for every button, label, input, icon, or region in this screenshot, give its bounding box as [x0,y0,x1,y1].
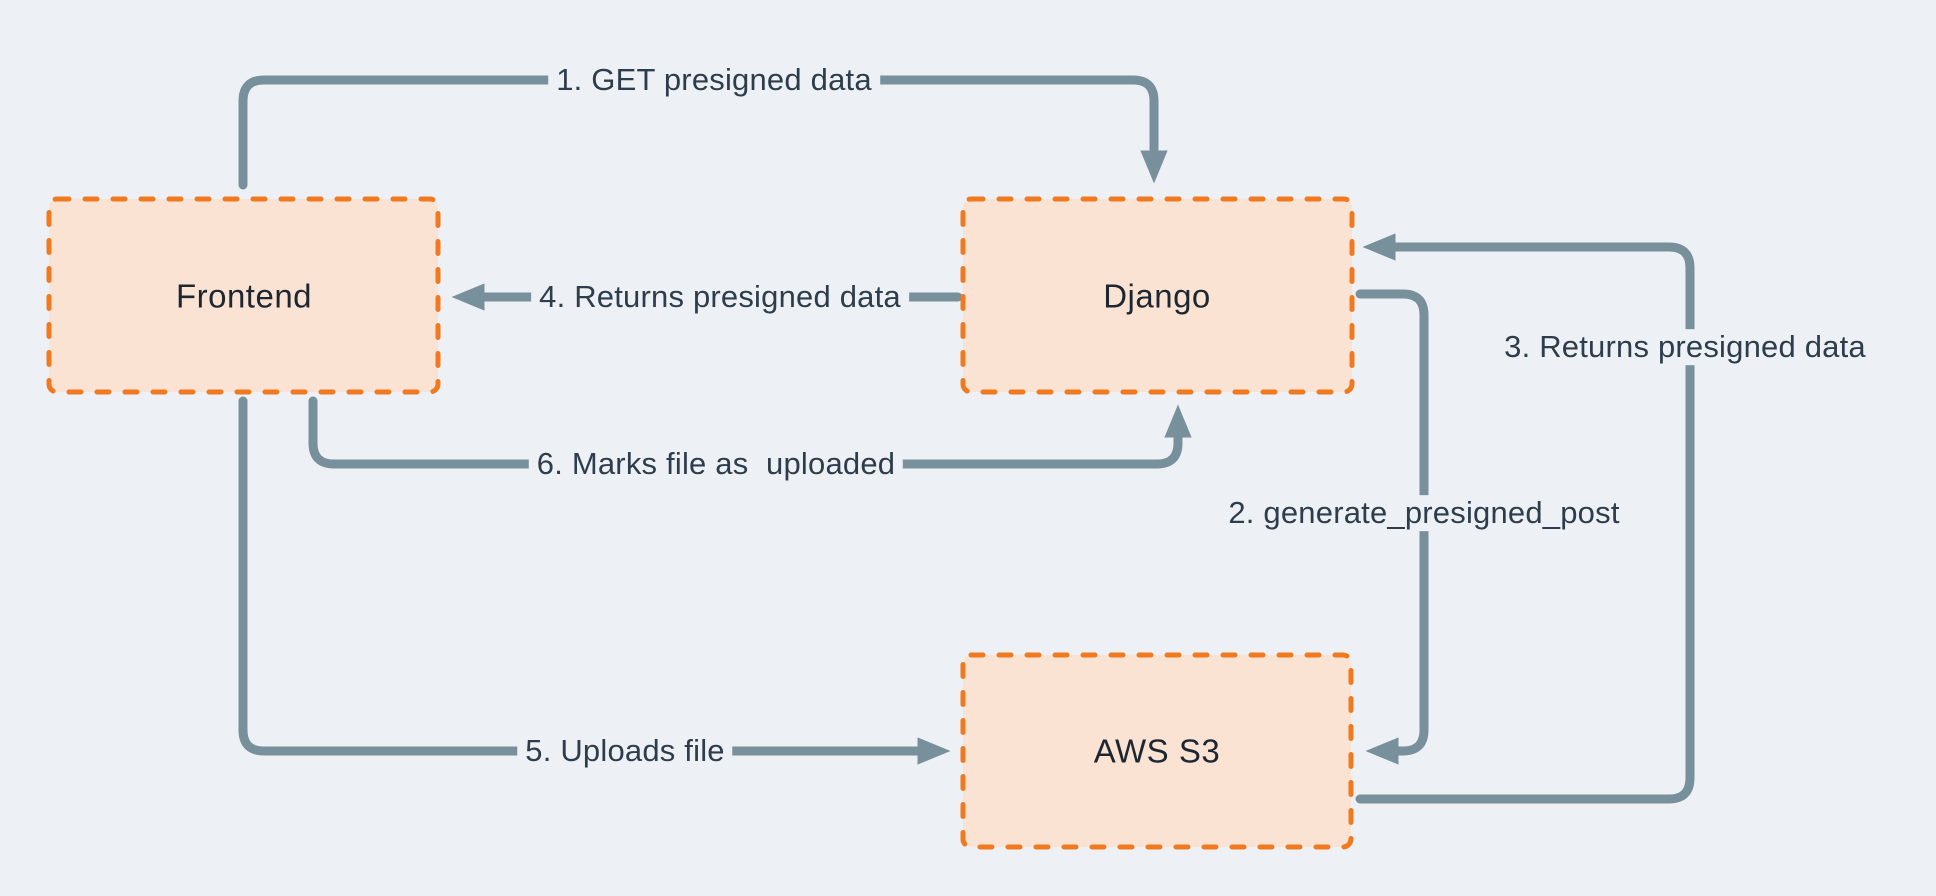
node-frontend-label: Frontend [176,278,312,315]
arrow-2-label: 2. generate_presigned_post [1220,495,1628,531]
arrow-1-label: 1. GET presigned data [548,62,880,98]
arrow-5-frontend-to-aws-s3 [238,396,951,765]
arrow-6-label: 6. Marks file as uploaded [528,446,904,482]
arrow-5-label: 5. Uploads file [517,733,733,769]
node-django-box [960,196,1355,395]
node-frontend-box [46,196,441,395]
arrow-3-aws-s3-to-django [1355,233,1695,804]
node-aws-s3-box [960,652,1354,850]
nodes [46,196,1355,850]
node-django-label: Django [1103,278,1211,315]
arrow-4-label: 4. Returns presigned data [531,279,909,315]
node-labels: Frontend Django AWS S3 [176,278,1220,770]
node-aws-s3-label: AWS S3 [1094,733,1220,770]
arrow-3-label: 3. Returns presigned data [1496,329,1874,365]
